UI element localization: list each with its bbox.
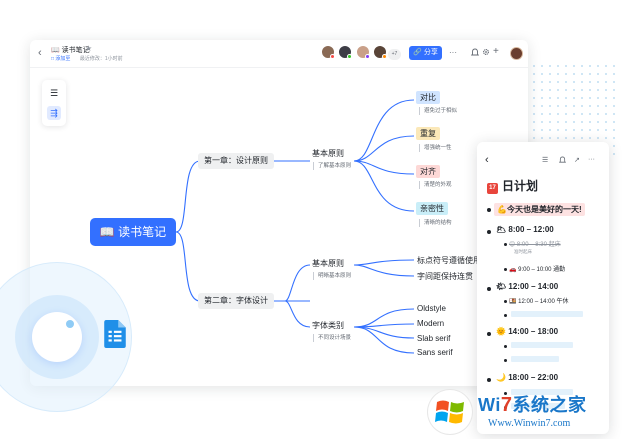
share-button[interactable]: 🔗 分享: [409, 46, 442, 60]
placeholder-task[interactable]: [511, 342, 573, 348]
bullet: [504, 314, 507, 317]
principle-note: 避免过于相似: [419, 107, 457, 115]
more-collaborators-badge[interactable]: +7: [388, 49, 401, 60]
last-modified-text: 最近修改：1小时前: [79, 56, 123, 62]
panel-title-text: 日计划: [502, 179, 539, 193]
bullet: [504, 345, 507, 348]
task-commute[interactable]: 🚗 9:00 – 10:00 通勤: [509, 267, 566, 273]
c2-principles-note: 明晰基本原则: [313, 272, 351, 280]
gear-icon[interactable]: [482, 48, 490, 59]
bullet: [487, 208, 491, 212]
more-icon[interactable]: ···: [449, 48, 457, 57]
calendar-icon: 17: [487, 183, 498, 194]
bullet: [487, 332, 491, 336]
decorative-orb: [66, 320, 74, 328]
bullet: [504, 243, 507, 246]
plus-icon[interactable]: +: [493, 46, 499, 57]
principle-node[interactable]: 对比: [416, 91, 440, 104]
moon-icon: 🌙: [496, 373, 506, 382]
watermark: Wi7系统之家 Www.Winwin7.com: [418, 388, 623, 439]
motto-text: 💪今天也是美好的一天!: [494, 203, 585, 216]
placeholder-task[interactable]: [511, 403, 565, 409]
c2-leaf-node[interactable]: 字间距保持连贯: [417, 272, 473, 281]
sun-cloud-icon: 🌤: [496, 282, 507, 291]
font-leaf-node[interactable]: Slab serif: [417, 334, 451, 343]
task-note: 准时起床: [514, 249, 532, 254]
watermark-url: Www.Winwin7.com: [488, 418, 571, 429]
time-slot: 🌥 8:00 – 12:00: [496, 225, 554, 234]
outline-view-icon[interactable]: ☰: [49, 88, 59, 98]
bullet: [487, 287, 491, 291]
avatar[interactable]: [373, 45, 387, 59]
cloud-icon: 🌥: [496, 225, 507, 234]
c2-leaf-node[interactable]: 标点符号遵循使用: [417, 256, 481, 265]
bell-icon[interactable]: [558, 156, 567, 166]
time-slot: 🌤 12:00 – 14:00: [496, 282, 559, 291]
principle-note: 增强统一性: [419, 144, 452, 152]
panel-back-icon[interactable]: ‹: [485, 154, 489, 166]
chapter2-node[interactable]: 第二章：字体设计: [198, 293, 274, 309]
principle-note: 清楚的外观: [419, 181, 452, 189]
task-lunch[interactable]: 🍱 12:00 – 14:00 午休: [509, 299, 569, 305]
task-wakeup[interactable]: 😊 8:00 – 8:30 起床: [509, 242, 561, 248]
font-category-node[interactable]: 字体类别: [312, 321, 344, 330]
time-slot: 🌙 18:00 – 22:00: [496, 373, 559, 382]
bullet: [504, 268, 507, 271]
font-leaf-node[interactable]: Sans serif: [417, 348, 453, 357]
principle-node[interactable]: 对齐: [416, 165, 440, 178]
list-icon[interactable]: ☰: [542, 157, 549, 164]
mindmap-connectors: [175, 99, 415, 354]
decorative-halo: [32, 312, 82, 362]
bullet: [504, 392, 507, 395]
share-icon[interactable]: ↗: [574, 157, 580, 164]
principle-node[interactable]: 亲密性: [416, 202, 448, 215]
principle-node[interactable]: 重复: [416, 127, 440, 140]
placeholder-task[interactable]: [511, 356, 559, 362]
bullet: [487, 230, 491, 234]
c1-principles-note: 了解基本原则: [313, 162, 351, 170]
bell-icon[interactable]: [470, 48, 480, 60]
time-slot: 🌞 14:00 – 18:00: [496, 327, 559, 336]
avatar[interactable]: [321, 45, 335, 59]
sun-icon: 🌞: [496, 327, 506, 336]
watermark-brand: Wi7系统之家: [478, 394, 587, 416]
doc-topbar: ‹ 📖 读书笔记 ★ □ 添加至 最近修改：1小时前 +7 🔗 分享 ···: [30, 40, 528, 68]
c1-principles-node[interactable]: 基本原则: [312, 149, 344, 158]
bullet: [504, 300, 507, 303]
add-to-folder-link[interactable]: □ 添加至: [51, 56, 71, 62]
star-icon[interactable]: ★: [85, 44, 93, 53]
c2-principles-node[interactable]: 基本原则: [312, 259, 344, 268]
font-leaf-node[interactable]: Modern: [417, 319, 445, 328]
sheet-doc-icon: [104, 320, 126, 348]
more-icon[interactable]: ···: [588, 156, 595, 163]
placeholder-task[interactable]: [511, 311, 583, 317]
daily-plan-panel: ‹ ☰ ↗ ··· 17 日计划 💪今天也是美好的一天! 🌥 8:00 – 12:…: [477, 142, 609, 434]
doc-subline: □ 添加至 最近修改：1小时前: [51, 55, 123, 62]
avatar[interactable]: [338, 45, 352, 59]
current-user-avatar[interactable]: [510, 47, 523, 60]
panel-title: 17 日计划: [487, 177, 538, 194]
font-category-note: 不同设计场景: [313, 334, 351, 342]
bullet: [504, 359, 507, 362]
windows-logo-icon: [428, 390, 472, 434]
font-leaf-node[interactable]: Oldstyle: [417, 304, 446, 313]
mindmap-root-node[interactable]: 📖 读书笔记: [90, 218, 176, 246]
doc-title[interactable]: 📖 读书笔记: [51, 47, 90, 54]
avatar[interactable]: [356, 45, 370, 59]
back-icon[interactable]: ‹: [38, 47, 42, 59]
view-switcher: ☰ ⇶: [42, 80, 66, 126]
bullet: [487, 378, 491, 382]
principle-note: 清晰的结构: [419, 219, 452, 227]
placeholder-task[interactable]: [511, 389, 573, 395]
bullet: [504, 406, 507, 409]
mindmap-view-icon[interactable]: ⇶: [47, 106, 61, 120]
chapter1-node[interactable]: 第一章：设计原则: [198, 153, 274, 169]
